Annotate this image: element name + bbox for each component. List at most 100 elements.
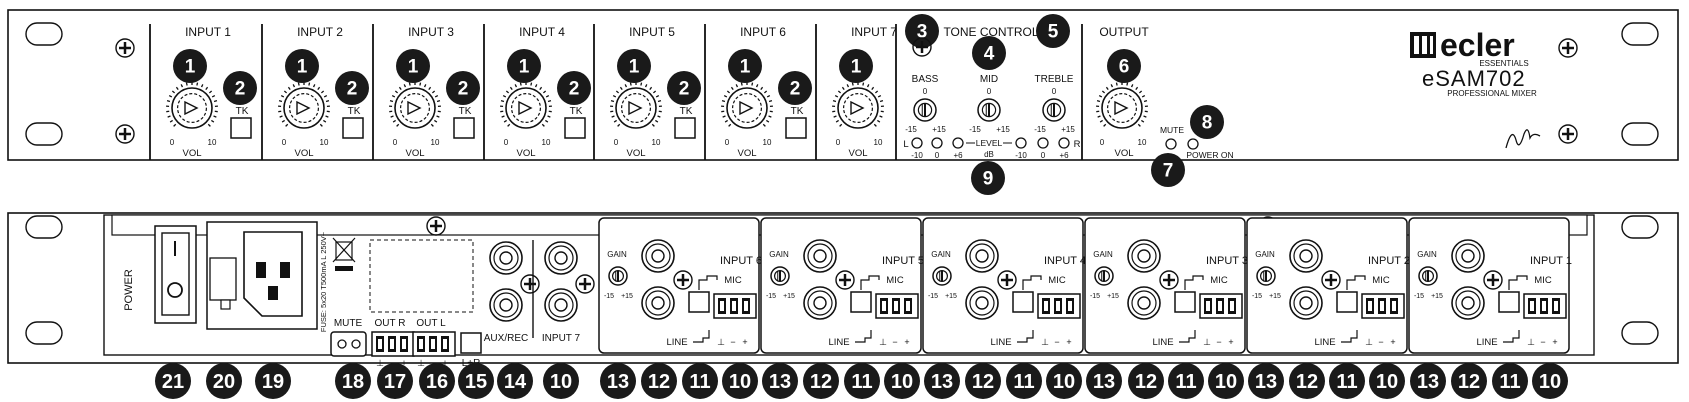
callout-number: 1 [297, 56, 308, 77]
callout-number: 4 [984, 43, 995, 64]
gain-trim-icon [608, 266, 628, 286]
rack-slot [1621, 122, 1659, 146]
tk-label: TK [791, 106, 804, 117]
callout-talkover: 2 [223, 71, 257, 105]
rack-slot [1621, 22, 1659, 46]
callout-volume: 1 [173, 49, 207, 83]
screw-icon [575, 274, 595, 294]
tone-max: +15 [996, 125, 1010, 134]
tone-knob-label: MID [980, 74, 998, 85]
callout-circle [1289, 363, 1325, 399]
lr-label: L+R [462, 358, 481, 369]
tone-knob-icon [913, 98, 937, 122]
scale-max: 10 [320, 138, 329, 147]
callout-rear-13: 13 [1410, 363, 1446, 399]
talkover-button [342, 117, 364, 139]
callout-number: 10 [550, 371, 572, 393]
tone-center-value: 0 [1052, 87, 1057, 96]
screw-icon [1321, 270, 1341, 290]
callout-mute: 7 [1151, 153, 1185, 187]
level-r: R [1074, 139, 1081, 150]
scale-max: 10 [431, 138, 440, 147]
line-mic-selector [1174, 291, 1196, 313]
callout-rear-10: 10 [1046, 363, 1082, 399]
line-mic-selector [850, 291, 872, 313]
callout-circle [1168, 363, 1204, 399]
scale-max: 10 [1138, 138, 1147, 147]
callout-rear-20: 20 [206, 363, 242, 399]
scale-max: 10 [874, 138, 883, 147]
callout-circle [1190, 105, 1224, 139]
tone-knob-label: BASS [912, 74, 939, 85]
screw-icon [115, 38, 135, 58]
callout-number: 14 [504, 371, 527, 393]
vol-label: VOL [294, 148, 313, 159]
callout-circle [1151, 153, 1185, 187]
gain-max: +15 [1431, 293, 1443, 300]
callout-rear-12: 12 [1289, 363, 1325, 399]
callout-circle [778, 71, 812, 105]
line-label: LINE [1476, 337, 1497, 348]
gain-label: GAIN [607, 250, 627, 259]
aux-rca-jack-icon [489, 288, 523, 322]
callout-number: 13 [769, 371, 791, 393]
rack-slot [25, 22, 63, 46]
callout-circle [1329, 363, 1365, 399]
scale-max: 10 [652, 138, 661, 147]
screw-icon [115, 124, 135, 144]
terminal-sign: + [442, 358, 447, 368]
tone-min: -15 [1034, 125, 1046, 134]
callout-circle [173, 49, 207, 83]
callout-rear-11: 11 [844, 363, 880, 399]
vol-label: VOL [626, 148, 645, 159]
line-rca-jack-icon [803, 239, 837, 273]
lr-button [460, 332, 482, 354]
callout-volume: 1 [507, 49, 541, 83]
rack-slot [25, 321, 63, 345]
callout-number: 1 [185, 56, 196, 77]
terminal-sign: − [1216, 337, 1221, 347]
line-mic-selector [688, 291, 710, 313]
callout-rear-12: 12 [965, 363, 1001, 399]
callout-number: 10 [1376, 371, 1398, 393]
brand-logo: ecler [1440, 27, 1515, 63]
callout-number: 11 [1499, 371, 1520, 393]
callout-circle [335, 363, 371, 399]
level-l: L [903, 139, 908, 150]
label-area [369, 239, 474, 313]
line-label: LINE [990, 337, 1011, 348]
callout-number: 12 [1296, 371, 1318, 393]
callout-level: 9 [971, 161, 1005, 195]
callout-rear-12: 12 [1128, 363, 1164, 399]
module-label: INPUT 3 [1206, 255, 1248, 267]
callout-circle [641, 363, 677, 399]
callout-power: 8 [1190, 105, 1224, 139]
screw-icon [673, 270, 693, 290]
scale-min: 0 [836, 138, 841, 147]
callout-talkover: 2 [335, 71, 369, 105]
callout-number: 11 [1336, 371, 1357, 393]
talkover-button [674, 117, 696, 139]
mic-terminal-icon [1037, 293, 1081, 319]
callout-circle [844, 363, 880, 399]
screw-icon [997, 270, 1017, 290]
line-mic-selector [1498, 291, 1520, 313]
callout-rear-12: 12 [803, 363, 839, 399]
callout-number: 13 [607, 371, 629, 393]
callout-circle [458, 363, 494, 399]
level-tick: +6 [1059, 151, 1069, 160]
tone-max: +15 [932, 125, 946, 134]
callout-talkover: 2 [778, 71, 812, 105]
callout-circle [507, 49, 541, 83]
callout-number: 10 [729, 371, 751, 393]
level-led [931, 137, 943, 149]
vol-label: VOL [182, 148, 201, 159]
mute-connector [330, 331, 367, 357]
tone-title: TONE CONTROL [943, 25, 1038, 39]
mute-label: MUTE [334, 318, 363, 329]
callout-circle [1369, 363, 1405, 399]
scale-max: 10 [763, 138, 772, 147]
